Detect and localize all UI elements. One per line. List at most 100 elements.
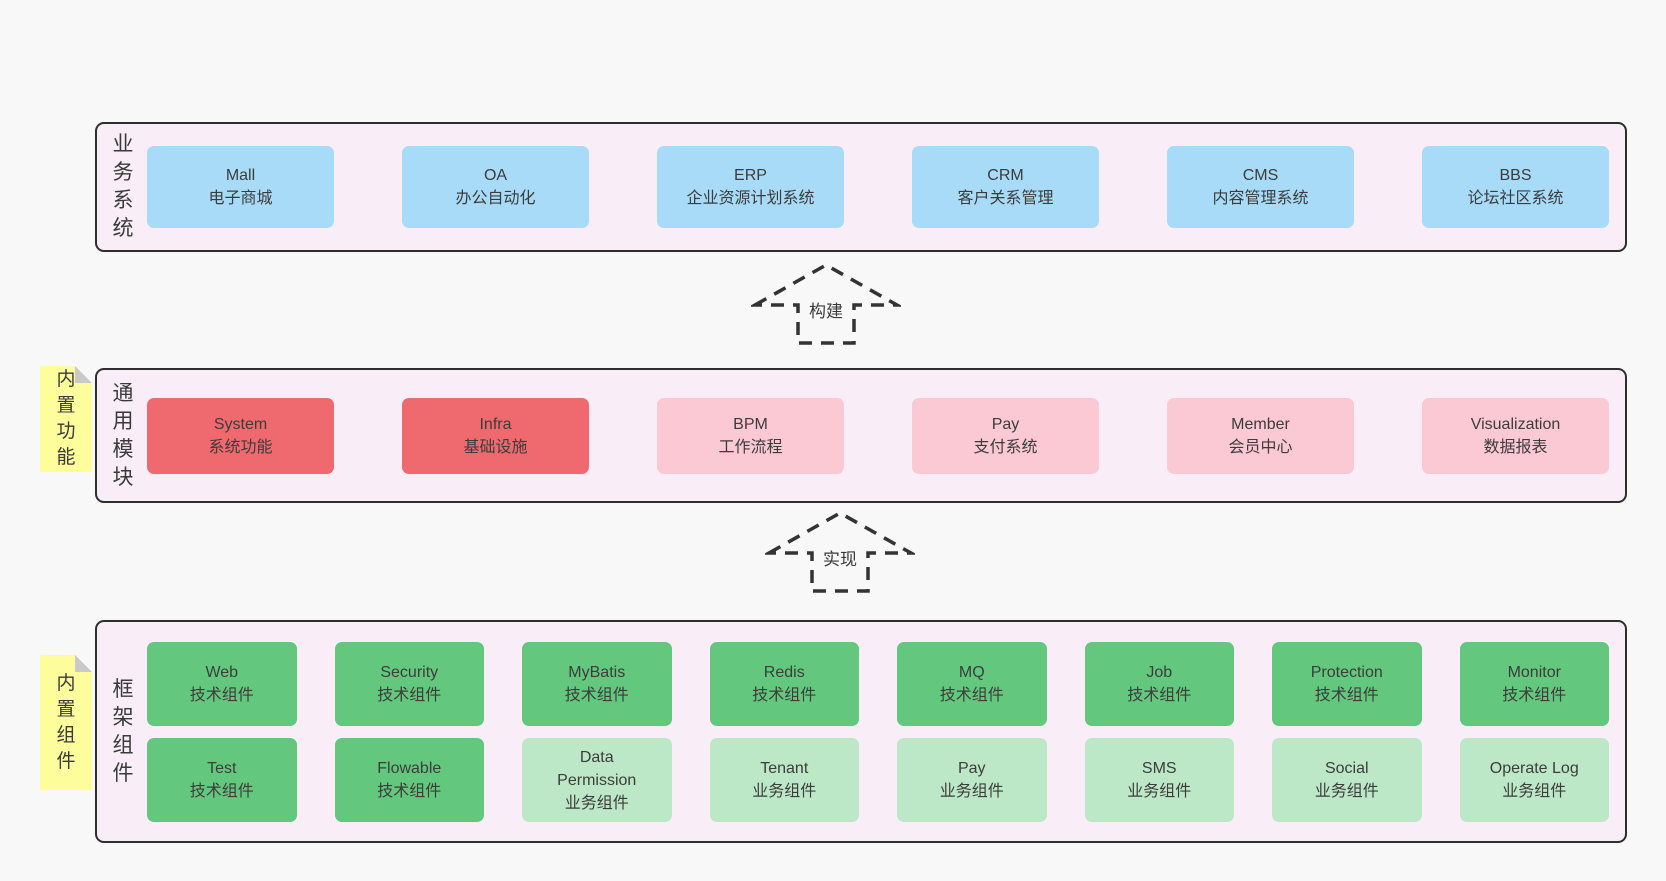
arrow-build-label: 构建 — [806, 297, 846, 322]
box-title: Protection — [1310, 664, 1383, 681]
box-subtitle: 业务组件 — [752, 783, 817, 800]
box-pay-business: Pay 业务组件 — [897, 738, 1047, 822]
box-sms: SMS 业务组件 — [1084, 738, 1234, 822]
box-title: Redis — [763, 664, 805, 681]
box-subtitle: 支付系统 — [973, 438, 1038, 456]
box-subtitle: 技术组件 — [377, 783, 442, 800]
box-title: Pay — [991, 415, 1020, 433]
box-subtitle: 业务组件 — [1127, 783, 1192, 800]
box-bpm: BPM 工作流程 — [657, 397, 844, 474]
dashed-up-arrow-icon — [751, 262, 901, 345]
box-subtitle: 内容管理系统 — [1212, 190, 1309, 207]
box-subtitle: 技术组件 — [377, 687, 442, 704]
box-erp: ERP 企业资源计划系统 — [657, 146, 844, 228]
box-bbs: BBS 论坛社区系统 — [1422, 146, 1609, 228]
box-flowable: Flowable 技术组件 — [334, 738, 484, 822]
box-title: Visualization — [1470, 415, 1561, 433]
box-subtitle: 业务组件 — [1314, 783, 1379, 800]
band-label-business-systems: 业务系统 — [112, 133, 134, 240]
box-subtitle: 技术组件 — [1127, 687, 1192, 704]
band-business-systems: 业务系统 Mall 电子商城 OA 办公自动化 ERP 企业资源计划系统 CRM… — [95, 122, 1627, 252]
box-pay: Pay 支付系统 — [912, 397, 1099, 474]
box-subtitle: 技术组件 — [564, 687, 629, 704]
box-title: Flowable — [377, 760, 442, 777]
box-subtitle: 技术组件 — [1314, 687, 1379, 704]
box-visualization: Visualization 数据报表 — [1422, 397, 1609, 474]
framework-components-rows: Web 技术组件 Security 技术组件 MyBatis 技术组件 Redi… — [147, 642, 1609, 822]
box-subtitle: 技术组件 — [752, 687, 817, 704]
box-oa: OA 办公自动化 — [402, 146, 589, 228]
box-crm: CRM 客户关系管理 — [912, 146, 1099, 228]
box-redis: Redis 技术组件 — [709, 642, 859, 726]
box-title: Data Permission — [557, 748, 637, 789]
box-monitor: Monitor 技术组件 — [1459, 642, 1609, 726]
box-data-permission: Data Permission 业务组件 — [522, 738, 672, 822]
box-infra: Infra 基础设施 — [402, 397, 589, 474]
business-systems-boxes: Mall 电子商城 OA 办公自动化 ERP 企业资源计划系统 CRM 客户关系… — [147, 124, 1609, 250]
box-title: SMS — [1141, 760, 1177, 777]
box-title: BBS — [1499, 167, 1532, 184]
box-protection: Protection 技术组件 — [1272, 642, 1422, 726]
box-subtitle: 企业资源计划系统 — [686, 190, 815, 207]
framework-components-row-2: Test 技术组件 Flowable 技术组件 Data Permission … — [147, 738, 1609, 822]
box-title: Social — [1324, 760, 1369, 777]
box-job: Job 技术组件 — [1084, 642, 1234, 726]
box-title: System — [213, 415, 268, 433]
box-web: Web 技术组件 — [147, 642, 297, 726]
sticky-note-label: 内置组件 — [56, 672, 76, 772]
box-subtitle: 技术组件 — [189, 687, 254, 704]
box-title: Tenant — [760, 760, 809, 777]
box-subtitle: 业务组件 — [1502, 783, 1567, 800]
arrow-build: 构建 — [751, 259, 901, 347]
box-title: CRM — [987, 167, 1024, 184]
box-subtitle: 基础设施 — [463, 438, 528, 456]
box-subtitle: 技术组件 — [189, 783, 254, 800]
box-title: CMS — [1242, 167, 1279, 184]
box-subtitle: 客户关系管理 — [957, 190, 1054, 207]
box-title: Job — [1146, 664, 1173, 681]
box-title: ERP — [734, 167, 767, 184]
box-member: Member 会员中心 — [1167, 397, 1354, 474]
box-title: Member — [1231, 415, 1290, 433]
box-title: Security — [380, 664, 439, 681]
box-title: Monitor — [1507, 664, 1561, 681]
box-social: Social 业务组件 — [1272, 738, 1422, 822]
box-security: Security 技术组件 — [334, 642, 484, 726]
box-title: BPM — [733, 415, 768, 433]
box-tenant: Tenant 业务组件 — [709, 738, 859, 822]
box-test: Test 技术组件 — [147, 738, 297, 822]
box-subtitle: 业务组件 — [564, 794, 629, 812]
framework-components-row-1: Web 技术组件 Security 技术组件 MyBatis 技术组件 Redi… — [147, 642, 1609, 726]
box-subtitle: 技术组件 — [1502, 687, 1567, 704]
box-subtitle: 工作流程 — [718, 438, 783, 456]
box-subtitle: 会员中心 — [1228, 438, 1293, 456]
band-label-framework-components: 框架组件 — [112, 677, 134, 785]
box-mall: Mall 电子商城 — [147, 146, 334, 228]
sticky-note-built-in-components: 内置组件 — [40, 655, 92, 790]
arrow-implement-label: 实现 — [820, 545, 860, 570]
box-title: MyBatis — [568, 664, 626, 681]
box-title: Mall — [225, 167, 256, 184]
band-common-modules: 通用模块 System 系统功能 Infra 基础设施 BPM 工作流程 Pay… — [95, 368, 1627, 503]
box-title: Web — [205, 664, 239, 681]
dashed-up-arrow-icon — [765, 510, 915, 593]
box-subtitle: 系统功能 — [208, 438, 273, 456]
box-cms: CMS 内容管理系统 — [1167, 146, 1354, 228]
arrow-implement: 实现 — [765, 507, 915, 595]
box-subtitle: 技术组件 — [939, 687, 1004, 704]
box-subtitle: 数据报表 — [1483, 438, 1548, 456]
sticky-note-label: 内置功能 — [56, 369, 76, 468]
box-subtitle: 办公自动化 — [455, 190, 536, 207]
box-subtitle: 论坛社区系统 — [1467, 190, 1564, 207]
sticky-note-built-in-features: 内置功能 — [40, 366, 92, 472]
box-title: Operate Log — [1489, 760, 1579, 777]
band-framework-components: 框架组件 Web 技术组件 Security 技术组件 MyBatis 技术组件… — [95, 620, 1627, 843]
band-label-common-modules: 通用模块 — [112, 381, 134, 489]
box-system: System 系统功能 — [147, 397, 334, 474]
box-mq: MQ 技术组件 — [897, 642, 1047, 726]
box-operate-log: Operate Log 业务组件 — [1459, 738, 1609, 822]
box-mybatis: MyBatis 技术组件 — [522, 642, 672, 726]
box-subtitle: 业务组件 — [939, 783, 1004, 800]
box-title: OA — [483, 167, 508, 184]
